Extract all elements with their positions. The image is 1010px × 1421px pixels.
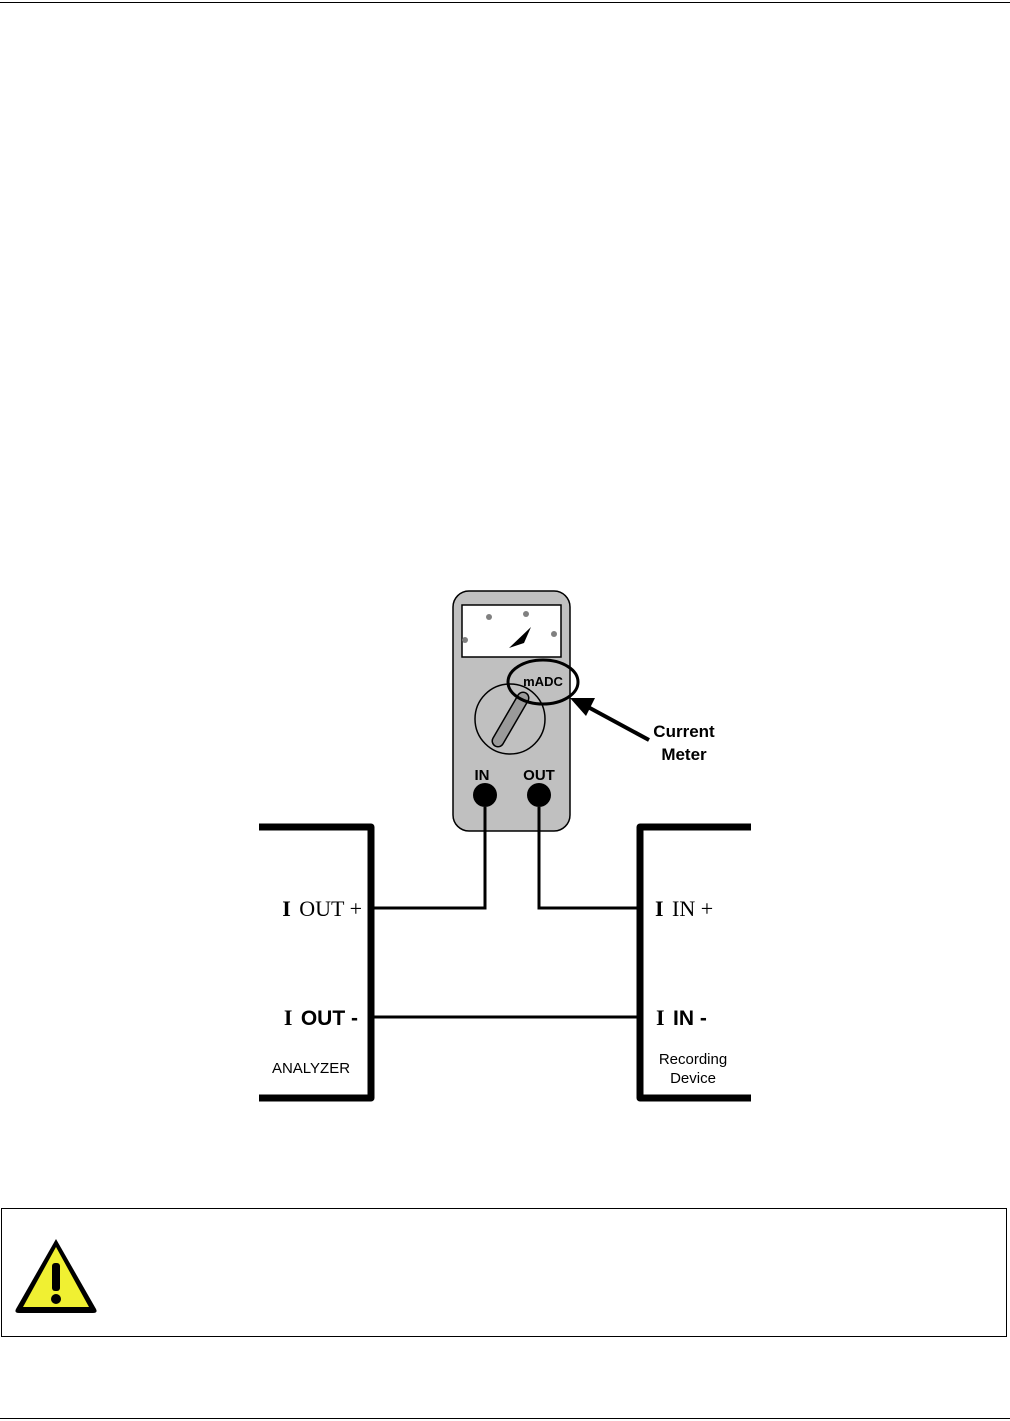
warning-box — [1, 1208, 1007, 1337]
current-meter-wiring-diagram: mADC IN OUT Current Meter I OUT + I OUT … — [259, 590, 751, 1102]
recorder-bracket — [636, 823, 751, 1102]
wire-meter-in — [372, 807, 487, 910]
analyzer-out-plus-label: I OUT + — [282, 896, 362, 921]
analyzer-out-minus-label: I OUT - — [284, 1005, 358, 1030]
scale-dot — [523, 611, 529, 617]
recorder-label-line2: Device — [670, 1070, 716, 1087]
recorder-label-line1: Recording — [659, 1051, 727, 1068]
scale-dot — [462, 637, 468, 643]
current-meter: mADC IN OUT — [452, 590, 580, 832]
selector-knob — [493, 693, 528, 746]
scale-dot — [486, 614, 492, 620]
meter-in-label: IN — [475, 767, 490, 784]
warning-triangle-icon — [15, 1239, 97, 1313]
wire-meter-out — [537, 807, 640, 910]
meter-out-label: OUT — [523, 767, 555, 784]
scale-dot — [551, 631, 557, 637]
recorder-in-plus-label: I IN + — [655, 896, 713, 921]
meter-display — [461, 604, 562, 658]
meter-out-jack — [527, 783, 551, 807]
top-rule — [0, 2, 1010, 3]
range-label: mADC — [523, 674, 563, 689]
wiring — [372, 807, 640, 1019]
analyzer-label: ANALYZER — [272, 1060, 350, 1077]
callout-arrow — [570, 698, 650, 742]
recorder-in-minus-label: I IN - — [656, 1005, 707, 1030]
callout-label-line2: Meter — [661, 745, 707, 764]
meter-in-jack — [473, 783, 497, 807]
analyzer-bracket — [259, 823, 375, 1102]
bottom-rule — [0, 1418, 1010, 1419]
meter-needle — [509, 627, 531, 648]
range-highlight-circle — [506, 658, 580, 706]
callout-label-line1: Current — [653, 722, 715, 741]
